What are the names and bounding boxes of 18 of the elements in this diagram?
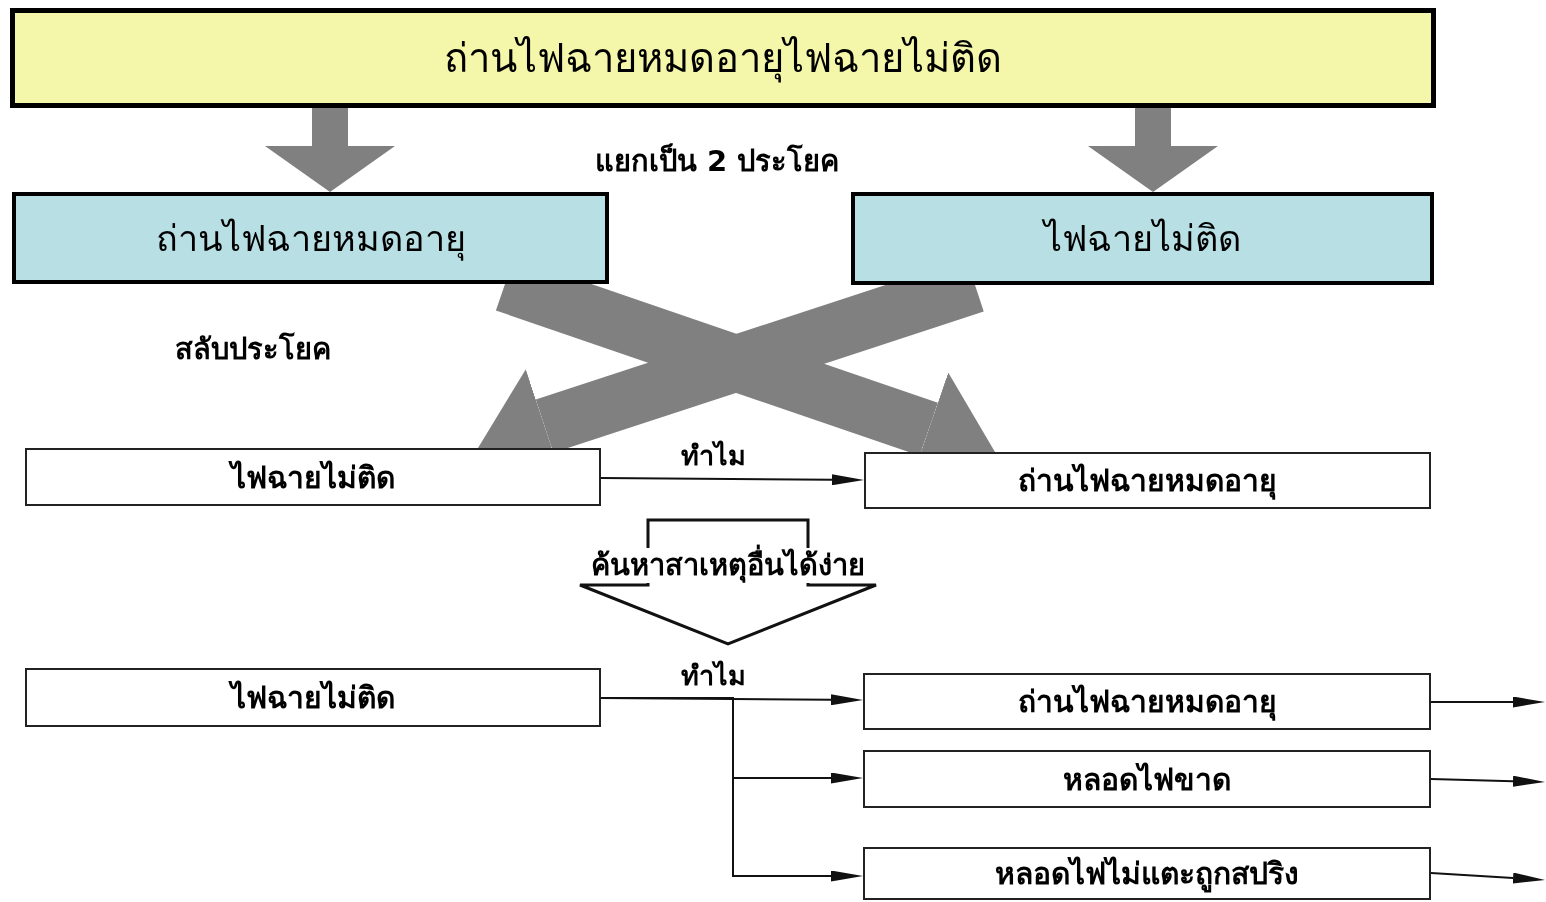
block-arrow [1088,108,1218,192]
process-box: ถ่านไฟฉายหมดอายุ [863,673,1431,730]
arrow [1430,872,1545,884]
note-text: สลับประโยค [175,331,331,368]
title-box: ถ่านไฟฉายหมดอายุไฟฉายไม่ติด [10,8,1436,108]
process-box: ไฟฉายไม่ติด [25,668,601,727]
hollow-arrow [578,518,878,646]
arrow [1430,775,1545,787]
process-box: ไฟฉายไม่ติด [25,448,601,506]
process-box: หลอดไฟขาด [863,750,1431,808]
arrow [1430,696,1545,708]
sentence-box: ถ่านไฟฉายหมดอายุ [12,192,609,284]
sentence-box: ไฟฉายไม่ติด [851,192,1434,285]
process-box: ถ่านไฟฉายหมดอายุ [864,452,1431,509]
note-text: แยกเป็น 2 ประโยค [595,142,840,180]
arrow [600,474,864,486]
process-box: หลอดไฟไม่แตะถูกสปริง [863,847,1431,900]
block-arrow [265,108,395,192]
